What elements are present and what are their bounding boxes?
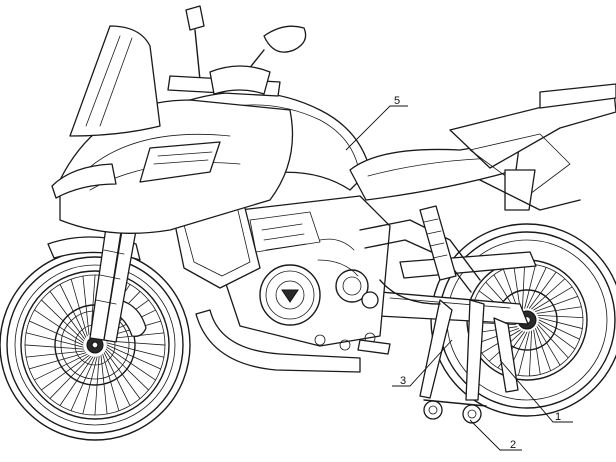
windscreen [69,25,161,137]
engine [219,195,391,351]
swingarm [377,251,537,325]
spoke [513,265,521,311]
callout-1: 1 [499,359,573,423]
left-mirror [185,5,205,31]
spoke [528,271,557,309]
footpeg-pivot [361,291,379,309]
engine-cover [259,264,321,326]
spoke [535,328,552,372]
callout-label-1: 1 [555,411,561,423]
license-bracket [504,169,536,211]
spoke [531,278,566,310]
right-mirror [263,25,307,53]
spoke [526,266,547,309]
spoke [536,306,582,314]
exhaust-pipe [195,309,361,373]
headlight [51,163,117,199]
spoke [535,295,579,312]
spoke [518,331,530,376]
spoke [538,319,581,340]
rear-shock [419,205,457,281]
spoke [533,329,541,375]
spoke [538,317,583,329]
spoke [528,330,532,377]
callout-3: 3 [392,339,453,387]
callout-label-2: 2 [510,439,516,451]
spoke [533,286,573,311]
spoke [537,324,569,359]
spoke [537,315,584,319]
front-wheel [0,249,191,441]
footpeg [357,339,391,355]
callout-label-5: 5 [394,95,400,107]
callout-2: 2 [469,419,522,451]
spoke [538,321,576,350]
mirror-stem [194,29,201,81]
spoke [524,264,536,309]
spoke [522,263,526,310]
luggage-rack [539,83,616,109]
callout-5: 5 [345,95,408,151]
callout-label-3: 3 [400,375,406,387]
spoke [536,326,561,366]
